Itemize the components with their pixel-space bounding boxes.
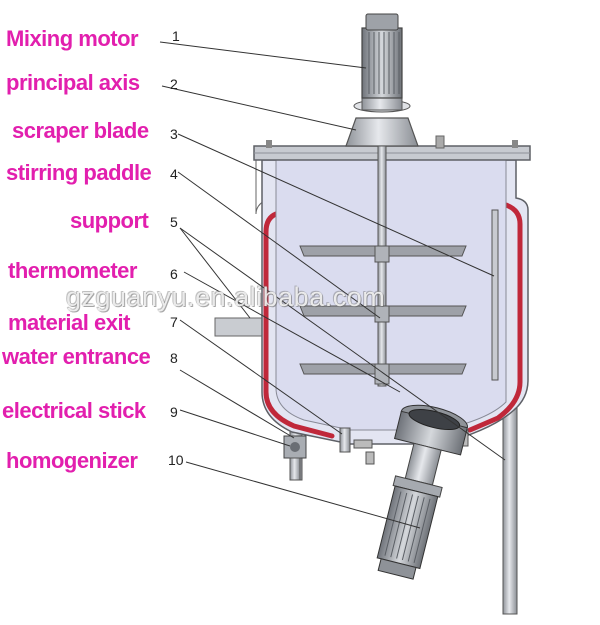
label-water-entrance: water entrance [2, 344, 151, 369]
label-scraper-blade: scraper blade [12, 118, 149, 143]
label-thermometer: thermometer [8, 258, 137, 283]
label-number-10: 10 [168, 452, 184, 468]
label-mixing-motor: Mixing motor [6, 26, 139, 51]
leader-line-8 [179, 369, 295, 439]
label-number-5: 5 [170, 214, 178, 230]
leader-line-5b [179, 227, 506, 461]
label-stirring-paddle: stirring paddle [6, 160, 152, 185]
leader-line-5a [179, 227, 251, 319]
scraper-blade [491, 209, 499, 381]
heating-jacket [263, 211, 335, 439]
leader-line-7 [179, 319, 343, 435]
leader-line-9 [179, 409, 291, 447]
label-number-9: 9 [170, 404, 178, 420]
label-material-exit: material exit [8, 310, 130, 335]
principal-axis [377, 145, 387, 387]
label-number-6: 6 [170, 266, 178, 282]
label-number-3: 3 [170, 126, 178, 142]
label-number-4: 4 [170, 166, 178, 182]
label-electrical-stick: electrical stick [2, 398, 146, 423]
leader-line-2 [161, 85, 357, 131]
leader-line-6 [183, 271, 401, 393]
label-number-8: 8 [170, 350, 178, 366]
label-number-1: 1 [172, 28, 180, 44]
material-exit-pipe [339, 427, 351, 453]
label-homogenizer: homogenizer [6, 448, 138, 473]
leader-line-4 [177, 171, 381, 319]
label-number-2: 2 [170, 76, 178, 92]
motor-mount [345, 117, 419, 147]
heating-jacket-right [467, 202, 523, 433]
leader-line-10 [185, 461, 421, 529]
support-bracket [214, 317, 266, 337]
homogenizer-unit [376, 404, 468, 580]
watermark: gzguanyu.en.alibaba.com [66, 282, 386, 312]
label-principal-axis: principal axis [6, 70, 140, 95]
mixing-motor [361, 27, 403, 99]
label-support: support [70, 208, 149, 233]
leader-line-1 [159, 41, 367, 69]
label-number-7: 7 [170, 314, 178, 330]
leader-line-3 [177, 133, 495, 277]
support-leg-right [502, 399, 518, 615]
